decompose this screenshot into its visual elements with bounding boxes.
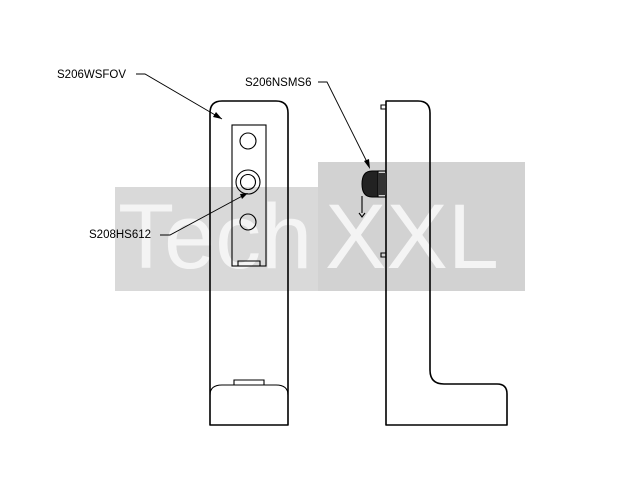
leader-housing: [136, 73, 223, 120]
top-hole: [239, 132, 257, 150]
screw-head-socket: [239, 173, 257, 191]
front-view: [209, 100, 289, 426]
housing-front-outline: [209, 100, 289, 426]
housing-front-foot: [209, 384, 289, 396]
callout-magnet: S206NSMS6: [245, 77, 370, 169]
callout-label-housing: S206WSFOV: [57, 69, 126, 81]
watermark-dark-panel: [318, 162, 525, 291]
housing-front-foot-tab: [233, 379, 265, 385]
watermark-text-xxl: XXL: [325, 186, 499, 288]
magnet-pin-tip: [358, 212, 366, 218]
watermark-text-tech: Tech: [118, 186, 312, 288]
leader-magnet-arrow: [364, 159, 370, 169]
watermark: Tech XXL: [115, 162, 525, 291]
callout-screw: S208HS612: [89, 193, 248, 241]
side-top-notch: [380, 104, 386, 110]
magnet-cap: [378, 173, 386, 195]
callout-label-magnet: S206NSMS6: [245, 77, 311, 89]
screw-head-outer: [235, 169, 261, 195]
leader-screw: [160, 193, 247, 236]
callout-label-screw: S208HS612: [89, 229, 151, 241]
housing-side-outline: [385, 100, 508, 426]
side-view: [358, 100, 508, 426]
leader-screw-arrow: [240, 193, 248, 199]
leader-housing-arrow: [213, 112, 222, 119]
insert-plate-bottom-tab: [237, 260, 261, 266]
insert-plate: [231, 124, 267, 267]
magnet-body: [361, 170, 379, 198]
callout-housing: S206WSFOV: [57, 69, 223, 120]
leader-magnet: [318, 81, 370, 167]
side-bottom-notch: [380, 252, 386, 258]
bottom-hole: [239, 213, 257, 231]
